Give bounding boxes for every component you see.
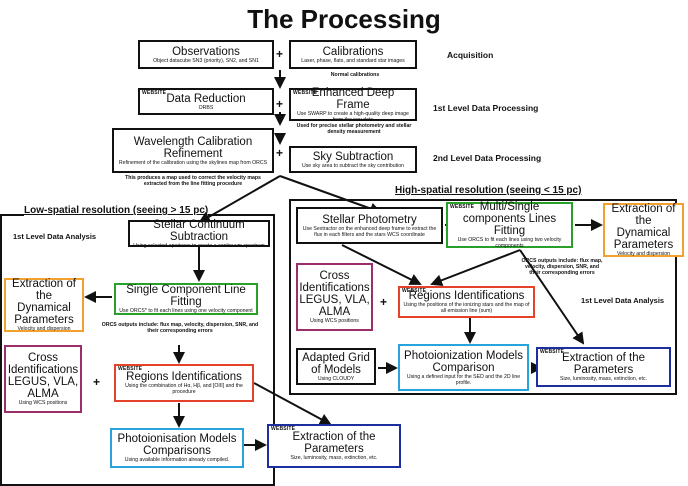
regions-identification-sub: Using the combination of Hα, Hβ, and [OI… bbox=[125, 383, 243, 395]
cross-identifications-title: Cross Identifications LEGUS, VLA, ALMA bbox=[299, 270, 370, 318]
level1-processing-label: 1st Level Data Processing bbox=[433, 103, 539, 113]
wavecal-note: This produces a map used to correct the … bbox=[125, 175, 261, 187]
observations-title: Observations bbox=[172, 45, 240, 58]
extraction-params-box-low: WEBSITE Extraction of the Parameters Siz… bbox=[267, 424, 401, 468]
wavecal-title: Wavelength Calibration Refinement bbox=[133, 135, 253, 160]
cross-identifications-sub: Using WCS positions bbox=[18, 400, 68, 406]
adapted-grid-box: Adapted Grid of Models Using CLOUDY bbox=[296, 348, 376, 385]
cross-identifications-sub: Using WCS positions bbox=[310, 318, 359, 324]
regions-identification-sub: Using the positions of the ionizing star… bbox=[403, 302, 530, 314]
cross-identifications-title: Cross Identifications LEGUS, VLA, ALMA bbox=[7, 352, 79, 400]
regions-identification-title: Regions Identifications bbox=[126, 371, 242, 383]
stellar-photometry-box: Stellar Photometry Use Sextractor on the… bbox=[296, 207, 443, 244]
photoionization-title: Photoionization Models Comparison bbox=[404, 349, 523, 374]
photoionisation-title: Photoionisation Models Comparisons bbox=[117, 433, 237, 457]
deep-frame-sub: Use SWARP to create a high-quality deep … bbox=[297, 110, 409, 123]
website-tag: WEBSITE bbox=[540, 349, 565, 355]
deep-frame-title: Enhanced Deep Frame bbox=[311, 86, 395, 111]
plus-sign: + bbox=[276, 146, 284, 160]
calibrations-sub: Laser, phase, flats, and standard star i… bbox=[301, 57, 405, 64]
data-reduction-title: Data Reduction bbox=[166, 92, 246, 105]
regions-identification-title: Regions Identifications bbox=[408, 290, 525, 302]
dynamical-params-box-low: Extraction of the Dynamical Parameters V… bbox=[4, 278, 84, 332]
high-level-analysis-label: 1st Level Data Analysis bbox=[581, 296, 665, 305]
high-resolution-panel bbox=[289, 199, 677, 395]
low-level-analysis-label: 1st Level Data Analysis bbox=[13, 232, 97, 241]
cross-identifications-box-low: Cross Identifications LEGUS, VLA, ALMA U… bbox=[4, 345, 82, 413]
dynamical-params-sub: Velocity and dispersion bbox=[17, 326, 71, 332]
single-fitting-title: Single Component Line Fitting bbox=[126, 284, 246, 308]
normal-calibrations-note: Normal calibrations bbox=[330, 72, 380, 78]
adapted-grid-sub: Using CLOUDY bbox=[317, 375, 355, 382]
observations-box: Observations Object datacube SN3 (priori… bbox=[138, 40, 274, 69]
photoionization-sub: Using a defined input for the SED and th… bbox=[406, 373, 521, 386]
continuum-subtraction-box: Stellar Continuum Subtraction Using sele… bbox=[128, 218, 270, 249]
website-tag: WEBSITE bbox=[402, 288, 427, 294]
orcs-outputs-note-high: ORCS outputs include: flux map, velocity… bbox=[521, 258, 603, 276]
website-tag: WEBSITE bbox=[118, 366, 143, 372]
stellar-photometry-sub: Use Sextractor on the enhanced deep fram… bbox=[302, 225, 437, 238]
extraction-params-sub: Size, luminosity, mass, extinction, etc. bbox=[290, 455, 378, 461]
extraction-params-title: Extraction of the Parameters bbox=[561, 352, 646, 376]
cross-identifications-box-high: Cross Identifications LEGUS, VLA, ALMA U… bbox=[296, 263, 373, 331]
dynamical-params-sub: Velocity and dispersion bbox=[616, 251, 671, 257]
extraction-params-box-high: WEBSITE Extraction of the Parameters Siz… bbox=[536, 347, 671, 387]
website-tag: WEBSITE bbox=[271, 426, 296, 432]
stellar-photometry-title: Stellar Photometry bbox=[322, 213, 417, 226]
photoionization-box-high: Photoionization Models Comparison Using … bbox=[398, 344, 529, 391]
website-tag: WEBSITE bbox=[450, 204, 475, 210]
photoionisation-sub: Using available information already comp… bbox=[124, 457, 230, 463]
data-reduction-box: WEBSITE Data Reduction ORBS bbox=[138, 88, 274, 115]
level2-processing-label: 2nd Level Data Processing bbox=[433, 153, 542, 163]
website-tag: WEBSITE bbox=[142, 90, 167, 96]
plus-sign: + bbox=[276, 47, 284, 61]
plus-sign: + bbox=[380, 295, 388, 309]
wavecal-box: Wavelength Calibration Refinement Refine… bbox=[112, 128, 274, 173]
sky-subtraction-title: Sky Subtraction bbox=[312, 150, 394, 163]
deep-frame-note: Used for precise stellar photometry and … bbox=[296, 123, 412, 135]
data-reduction-sub: ORBS bbox=[198, 104, 214, 111]
observations-sub: Object datacube SN3 (priority), SN2, and… bbox=[153, 57, 259, 64]
dynamical-params-box-high: Extraction of the Dynamical Parameters V… bbox=[603, 203, 684, 257]
regions-identification-box-low: WEBSITE Regions Identifications Using th… bbox=[114, 364, 254, 402]
single-fitting-box: Single Component Line Fitting Use ORCS* … bbox=[114, 283, 258, 315]
single-fitting-sub: Use ORCS* to fit each lines using one ve… bbox=[119, 308, 253, 314]
low-resolution-title: Low-spatial resolution (seeing > 15 pc) bbox=[24, 205, 209, 216]
continuum-subtraction-sub: Using selected apertures to create a con… bbox=[133, 242, 265, 249]
extraction-params-title: Extraction of the Parameters bbox=[292, 431, 376, 455]
dynamical-params-title: Extraction of the Dynamical Parameters bbox=[611, 203, 676, 251]
wavecal-sub: Refinement of the calibration using the … bbox=[118, 159, 268, 166]
calibrations-box: Calibrations Laser, phase, flats, and st… bbox=[289, 40, 417, 69]
plus-sign: + bbox=[93, 375, 101, 389]
photoionisation-box-low: Photoionisation Models Comparisons Using… bbox=[110, 428, 244, 468]
dynamical-params-title: Extraction of the Dynamical Parameters bbox=[12, 278, 76, 326]
page-title: The Processing bbox=[247, 4, 441, 34]
multi-fitting-box: WEBSITE Multi/Single components Lines Fi… bbox=[446, 201, 573, 249]
regions-identification-box-high: WEBSITE Regions Identifications Using th… bbox=[398, 286, 535, 318]
multi-fitting-sub: Use ORCS to fit each lines using two vel… bbox=[457, 237, 562, 249]
high-resolution-title: High-spatial resolution (seeing < 15 pc) bbox=[395, 185, 582, 196]
calibrations-title: Calibrations bbox=[322, 45, 384, 58]
acquisition-label: Acquisition bbox=[447, 50, 494, 60]
orcs-outputs-note-low: ORCS outputs include: flux map, velocity… bbox=[101, 322, 259, 334]
website-tag: WEBSITE bbox=[293, 90, 318, 96]
sky-subtraction-sub: Use sky area to subtract the sky contrib… bbox=[301, 162, 405, 169]
multi-fitting-title: Multi/Single components Lines Fitting bbox=[462, 201, 557, 237]
plus-sign: + bbox=[276, 97, 284, 111]
adapted-grid-title: Adapted Grid of Models bbox=[302, 351, 370, 376]
extraction-params-sub: Size, luminosity, mass, extinction, etc. bbox=[560, 376, 647, 382]
continuum-subtraction-title: Stellar Continuum Subtraction bbox=[153, 218, 245, 243]
sky-subtraction-box: Sky Subtraction Use sky area to subtract… bbox=[289, 146, 417, 173]
deep-frame-box: WEBSITE Enhanced Deep Frame Use SWARP to… bbox=[289, 86, 417, 123]
